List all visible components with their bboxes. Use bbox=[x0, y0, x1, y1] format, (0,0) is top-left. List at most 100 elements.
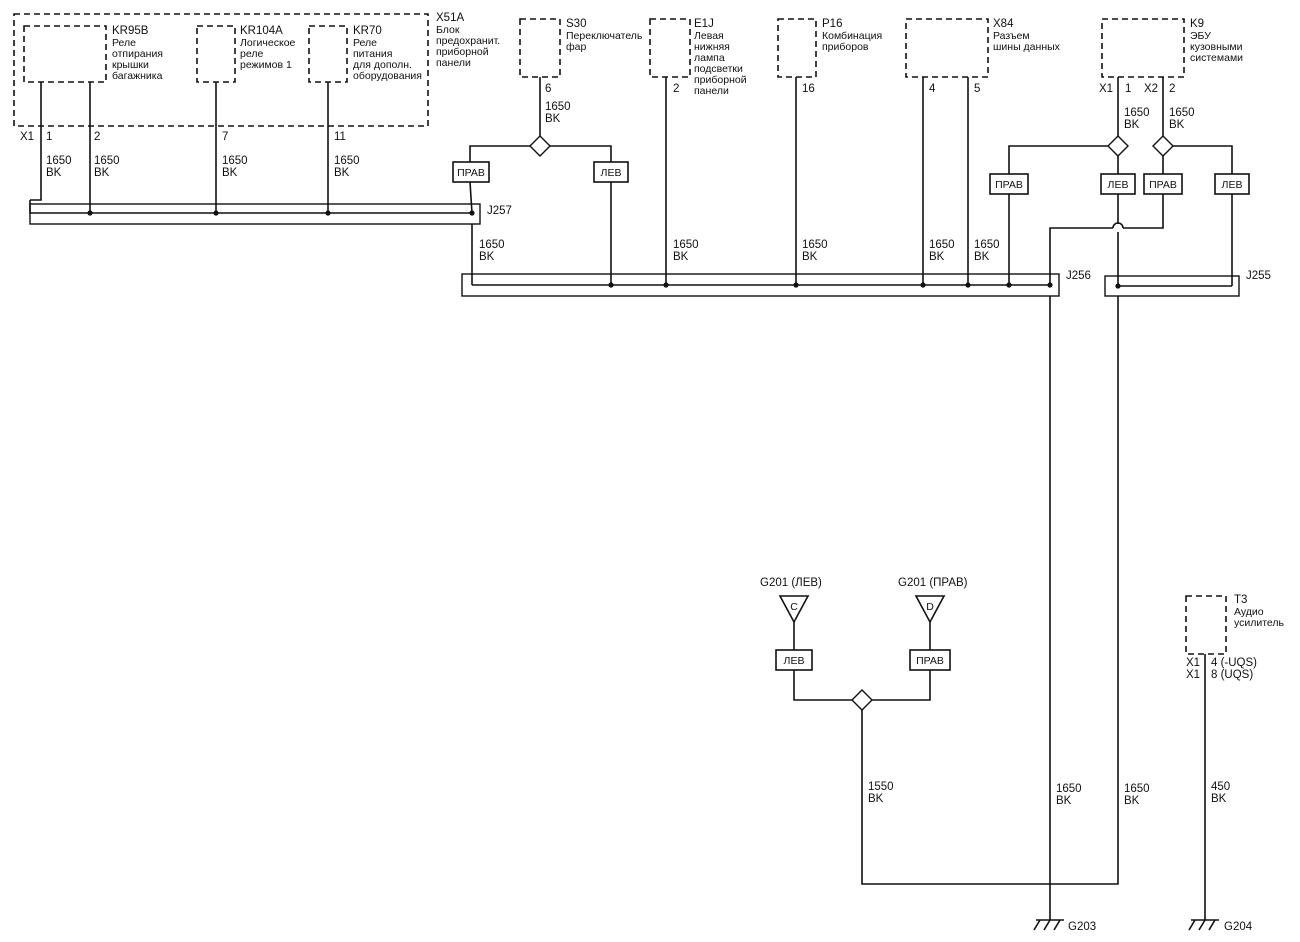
connector-x84: X84 Разъем шины данных 4 5 1650 BK 1650 … bbox=[905, 18, 1061, 285]
svg-text:1650: 1650 bbox=[929, 239, 955, 251]
svg-text:T3: T3 bbox=[1234, 594, 1247, 606]
svg-text:панели: панели bbox=[694, 85, 729, 97]
svg-text:Блок: Блок bbox=[436, 24, 460, 36]
svg-text:1650: 1650 bbox=[46, 155, 72, 167]
svg-text:X2: X2 bbox=[1144, 83, 1158, 95]
svg-text:8 (UQS): 8 (UQS) bbox=[1211, 669, 1253, 681]
svg-text:1650: 1650 bbox=[673, 239, 699, 251]
svg-text:2: 2 bbox=[1169, 83, 1175, 95]
splice-j257: J257 bbox=[29, 200, 512, 225]
svg-text:шины данных: шины данных bbox=[993, 41, 1061, 53]
svg-text:ЛЕВ: ЛЕВ bbox=[1108, 179, 1129, 191]
relay-kr95b: KR95B Реле отпирания крышки багажника bbox=[23, 25, 163, 83]
svg-text:11: 11 bbox=[334, 131, 346, 143]
svg-text:BK: BK bbox=[46, 167, 62, 179]
svg-text:450: 450 bbox=[1211, 781, 1230, 793]
svg-text:отпирания: отпирания bbox=[112, 48, 163, 60]
relay-kr70: KR70 Реле питания для дополн. оборудован… bbox=[308, 25, 422, 83]
svg-text:Логическое: Логическое bbox=[240, 37, 296, 49]
j257-to-j256-wire: 1650 BK bbox=[471, 224, 505, 285]
svg-text:оборудования: оборудования bbox=[353, 70, 422, 82]
svg-text:BK: BK bbox=[802, 251, 818, 263]
svg-text:Левая: Левая bbox=[694, 30, 724, 42]
svg-text:Разъем: Разъем bbox=[993, 30, 1030, 42]
tag-right-s30: ПРАВ bbox=[452, 161, 490, 183]
svg-text:6: 6 bbox=[545, 83, 551, 95]
svg-text:G201 (ПРАВ): G201 (ПРАВ) bbox=[898, 577, 968, 589]
ground-g204: G204 bbox=[1188, 919, 1253, 933]
svg-text:BK: BK bbox=[1056, 795, 1072, 807]
relay-kr104a: KR104A Логическое реле режимов 1 bbox=[196, 25, 296, 83]
svg-text:S30: S30 bbox=[566, 18, 586, 30]
svg-text:крышки: крышки bbox=[112, 59, 149, 71]
svg-text:Аудио: Аудио bbox=[1234, 606, 1264, 618]
svg-text:BK: BK bbox=[1124, 119, 1140, 131]
x51a-x1: X1 bbox=[20, 131, 34, 143]
tag-right-g201: ПРАВ bbox=[909, 649, 951, 671]
svg-text:1650: 1650 bbox=[974, 239, 1000, 251]
svg-text:режимов 1: режимов 1 bbox=[240, 59, 292, 71]
svg-text:Комбинация: Комбинация bbox=[822, 30, 882, 42]
svg-text:4: 4 bbox=[929, 83, 936, 95]
tag-right-k9-2: ПРАВ bbox=[1143, 173, 1183, 195]
svg-text:BK: BK bbox=[673, 251, 689, 263]
svg-text:лампа: лампа bbox=[694, 52, 725, 64]
svg-text:D: D bbox=[926, 601, 934, 613]
amplifier-t3: T3 Аудио усилитель X1 4 (-UQS) X1 8 (UQS… bbox=[1185, 594, 1285, 920]
svg-text:J257: J257 bbox=[487, 205, 512, 217]
svg-text:C: C bbox=[790, 601, 798, 613]
svg-text:P16: P16 bbox=[822, 18, 842, 30]
svg-text:BK: BK bbox=[94, 167, 110, 179]
svg-text:1650: 1650 bbox=[94, 155, 120, 167]
svg-text:BK: BK bbox=[479, 251, 495, 263]
svg-text:ПРАВ: ПРАВ bbox=[1149, 179, 1177, 191]
svg-text:BK: BK bbox=[334, 167, 350, 179]
tag-right-k9-1: ПРАВ bbox=[989, 173, 1029, 195]
ground-g203: G203 bbox=[1033, 884, 1096, 933]
tag-left-k9-1: ЛЕВ bbox=[1100, 173, 1136, 195]
svg-text:2: 2 bbox=[673, 83, 679, 95]
svg-text:ПРАВ: ПРАВ bbox=[995, 179, 1023, 191]
svg-text:BK: BK bbox=[1124, 795, 1140, 807]
svg-text:1650: 1650 bbox=[1124, 783, 1150, 795]
svg-text:предохранит.: предохранит. bbox=[436, 35, 500, 47]
svg-text:BK: BK bbox=[929, 251, 945, 263]
svg-text:системами: системами bbox=[1190, 52, 1243, 64]
x51a-id: X51A bbox=[436, 12, 464, 24]
svg-text:1650: 1650 bbox=[1169, 107, 1195, 119]
svg-text:ПРАВ: ПРАВ bbox=[457, 167, 485, 179]
svg-text:KR70: KR70 bbox=[353, 25, 382, 37]
svg-text:1650: 1650 bbox=[1056, 783, 1082, 795]
svg-text:нижняя: нижняя bbox=[694, 41, 730, 53]
lamp-e1j: E1J Левая нижняя лампа подсветки приборн… bbox=[649, 18, 747, 285]
k9-1-branch-diamond bbox=[1107, 135, 1129, 157]
module-k9: K9 ЭБУ кузовными системами X1 1 X2 2 165… bbox=[989, 18, 1250, 286]
svg-text:K9: K9 bbox=[1190, 18, 1204, 30]
svg-text:X1: X1 bbox=[1099, 83, 1113, 95]
svg-text:фар: фар bbox=[566, 41, 586, 53]
s30-branch-diamond bbox=[529, 135, 551, 157]
svg-text:BK: BK bbox=[545, 113, 561, 125]
svg-text:подсветки: подсветки bbox=[694, 63, 743, 75]
svg-text:KR95B: KR95B bbox=[112, 25, 149, 37]
svg-text:G203: G203 bbox=[1068, 921, 1096, 933]
svg-text:BK: BK bbox=[222, 167, 238, 179]
svg-text:ЛЕВ: ЛЕВ bbox=[784, 655, 805, 667]
svg-text:Переключатель: Переключатель bbox=[566, 30, 643, 42]
switch-s30: S30 Переключатель фар 6 1650 BK ПРАВ ЛЕВ bbox=[452, 18, 643, 285]
svg-text:E1J: E1J bbox=[694, 18, 714, 30]
svg-text:1: 1 bbox=[46, 131, 52, 143]
svg-text:BK: BK bbox=[1211, 793, 1227, 805]
svg-text:1650: 1650 bbox=[222, 155, 248, 167]
g201-merge: 1550 BK bbox=[851, 689, 1050, 885]
svg-text:багажника: багажника bbox=[112, 70, 163, 82]
tag-left-k9-2: ЛЕВ bbox=[1214, 173, 1250, 195]
tag-left-s30: ЛЕВ bbox=[593, 161, 629, 183]
svg-text:1650: 1650 bbox=[545, 101, 571, 113]
svg-text:G201 (ЛЕВ): G201 (ЛЕВ) bbox=[760, 577, 822, 589]
svg-text:4 (-UQS): 4 (-UQS) bbox=[1211, 657, 1257, 669]
svg-text:J256: J256 bbox=[1066, 270, 1091, 282]
svg-text:X1: X1 bbox=[1186, 657, 1200, 669]
svg-text:KR104A: KR104A bbox=[240, 25, 283, 37]
ground-g201-left: G201 (ЛЕВ) C ЛЕВ bbox=[760, 577, 852, 701]
